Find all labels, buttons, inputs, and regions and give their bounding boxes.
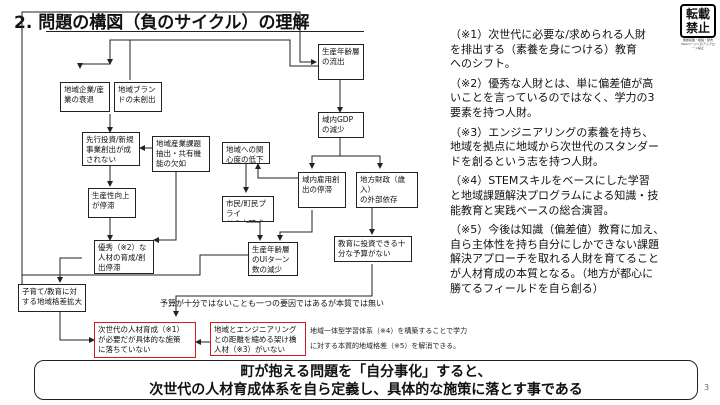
conclusion-line-1: 町が抱える問題を「自分事化」すると、 (240, 364, 492, 380)
stamp-line-2: 禁止 (685, 21, 710, 35)
box-productivity-stagnant: 生産性向上 が停滞 (88, 188, 136, 218)
budget-not-essential-note: 予算が十分ではないことも一つの要因ではあるが本質では無い (160, 299, 384, 308)
box-talent-development-stagnant: 優秀（※2）な 人材の育成/創 出停滞 (94, 240, 154, 274)
connector-jobs-care (255, 163, 298, 179)
connector-to-companies (77, 63, 110, 69)
box-working-age-outflow: 生産年齢層 の流出 (318, 44, 364, 80)
box-local-job-creation-stagnant: 域内雇用創 出の停滞 (298, 172, 346, 208)
connector-outflow-companies (107, 39, 318, 67)
connector-gdp-split (309, 138, 341, 169)
connector-talent-parent (57, 257, 82, 283)
box-insufficient-education-budget: 教育に投資できる十 分な予算がない (334, 236, 412, 262)
box-local-interest-decline: 地域への関 心度の低下 (222, 142, 270, 164)
stamp-fine-print: 無断転載・複製・配布 Webページへのアップロード禁止 (681, 38, 715, 50)
connector-ui-loop (22, 254, 248, 276)
box-local-finance-dependency: 地方財政（歳入） の外部依存 (356, 172, 418, 208)
box-bridge-talent-missing: 地域とエンジニアリング との距離を縮める架け橋 人材（※3）がいない (210, 322, 306, 356)
title-number: 2. (14, 13, 33, 33)
footnote-2: （※2）優秀な人財とは、単に偏差値が高 いことを言っているのではなく、学力の3 … (450, 76, 655, 119)
page-title: 2.問題の構図（負のサイクル）の理解 (14, 8, 309, 33)
page-number: 3 (704, 383, 710, 392)
connector-parent-next (59, 312, 95, 343)
conclusion-line-2: 次世代の人材育成体系を自ら定義し、具体的な施策に落とす事である (149, 382, 583, 398)
box-regional-education-gap: 子育て/教育に対 する地域格差拡大 (18, 284, 86, 312)
connector-gdp-tax (340, 155, 383, 169)
footnotes-panel: （※1）次世代に必要な/求められる人財 を排出する（素養を身につける）教育 への… (450, 28, 698, 301)
bottom-note-line-2: に対する本質的地域格差（※5）を解消できる。 (310, 342, 461, 350)
box-regional-gdp-decrease: 域内GDP の減少 (318, 112, 364, 138)
conclusion-box: 町が抱える問題を「自分事化」すると、 次世代の人材育成体系を自ら定義し、具体的な… (34, 360, 698, 400)
title-underline (46, 31, 364, 32)
bottom-note-line-1: 地域一体型学習体系（※4）を構築することで学力 (310, 327, 468, 335)
box-issue-extraction-missing: 地域産業課題 抽出・共有機 能の欠如 (152, 136, 210, 172)
stamp-border: 転載 禁止 (680, 4, 716, 38)
footnote-1: （※1）次世代に必要な/求められる人財 を排出する（素養を身につける）教育 への… (450, 28, 646, 71)
connector-loop-top (21, 11, 317, 286)
connector-pride-ui (246, 221, 263, 241)
footnote-5: （※5）今後は知識（偏差値）教育に加え、 自ら主体性を持ち自分にしかできない課題… (450, 223, 665, 295)
box-ui-turn-decrease: 生産年齢層 のUIターン 数の減少 (248, 242, 298, 276)
box-investment-not-made: 先行投資/新規 事業創出が成 されない (82, 132, 140, 166)
box-local-industry-decline: 地域企業/産 業の衰退 (60, 82, 110, 112)
footnote-3: （※3）エンジニアリングの素養を持ち、 地域を拠点に地域から次世代のスタンダー … (450, 125, 659, 168)
no-reprint-stamp: 転載 禁止 無断転載・複製・配布 Webページへのアップロード禁止 (680, 4, 716, 50)
title-text: 問題の構図（負のサイクル）の理解 (38, 13, 310, 33)
box-local-brand-not-created: 地域ブラン ドの未創出 (114, 82, 162, 112)
footnote-4: （※4）STEMスキルをベースにした学習 と地域課題解決プログラムによる知識・技… (450, 174, 659, 217)
connector-issues-talent (153, 172, 177, 243)
stamp-line-1: 転載 (685, 7, 710, 21)
connector-budget-note (173, 264, 373, 317)
box-next-generation-talent: 次世代の人材育成（※1） が必要だが具体的な施策 に落ちていない (94, 322, 196, 358)
connector-jobs-ui (277, 210, 313, 241)
box-citizen-pride-not-fostered: 市民/町民プライ ドの未醸成 (222, 196, 274, 222)
